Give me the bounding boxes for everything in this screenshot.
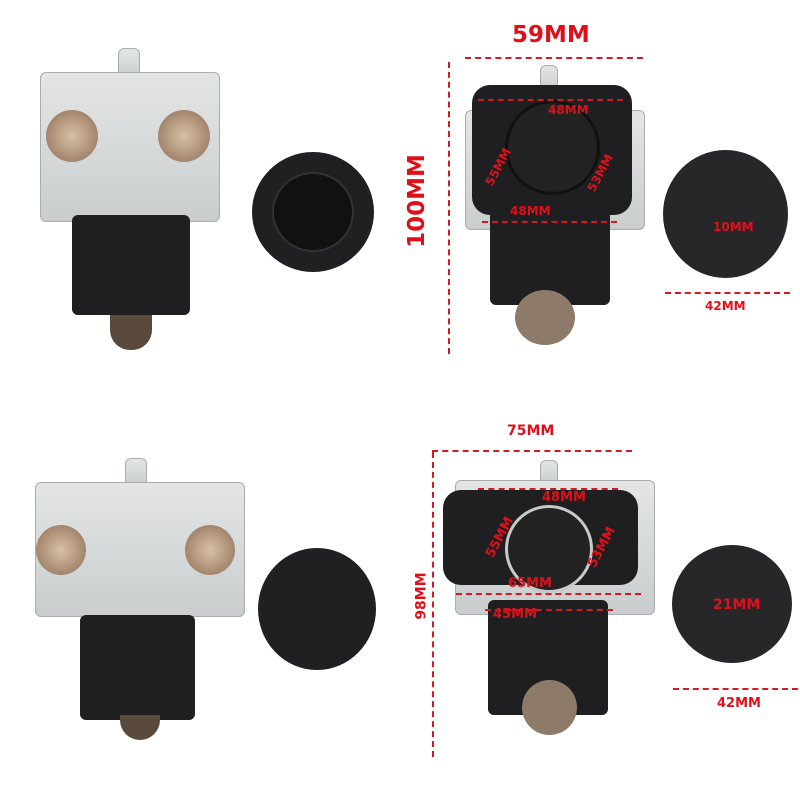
bimetal-disc-right [158,110,210,162]
dim-width: 59MM [512,22,590,48]
dim-hole: 10MM [713,220,754,234]
dim-top-span: 48MM [548,103,589,117]
lever [120,715,160,740]
bimetal-disc-right [185,525,235,575]
dim-bottom-span: 45MM [493,607,537,622]
connector-bottom-right [672,545,792,663]
center-socket [505,100,600,195]
plastic-body [72,215,190,315]
dim-line [482,221,617,223]
dim-top-span: 48MM [542,490,586,505]
dim-width: 75MM [507,423,555,439]
dim-base: 42MM [717,696,761,711]
dim-line [478,99,623,101]
dim-line [465,57,643,59]
dim-base: 42MM [705,299,746,313]
dim-inner: 21MM [713,597,761,613]
dim-line [485,609,613,611]
dim-line [673,688,798,690]
dim-line [665,292,790,294]
dim-height: 98MM [413,572,430,620]
bimetal-disc-left [46,110,98,162]
connector-socket [272,172,354,252]
dim-line [448,62,450,354]
lever [515,290,575,345]
dim-line [432,450,632,452]
plastic-body [80,615,195,720]
dim-line [456,593,641,595]
lever [110,315,152,350]
lever [522,680,577,735]
dim-line [432,452,434,757]
center-socket [505,505,593,593]
plastic-body [490,210,610,305]
connector-top-right [663,150,788,278]
bimetal-disc-left [36,525,86,575]
dim-bottom-span: 48MM [510,204,551,218]
dim-mid-span: 65MM [508,576,552,591]
connector-bottom-left [258,548,376,670]
dim-line [478,488,618,490]
dim-height: 100MM [403,154,430,248]
